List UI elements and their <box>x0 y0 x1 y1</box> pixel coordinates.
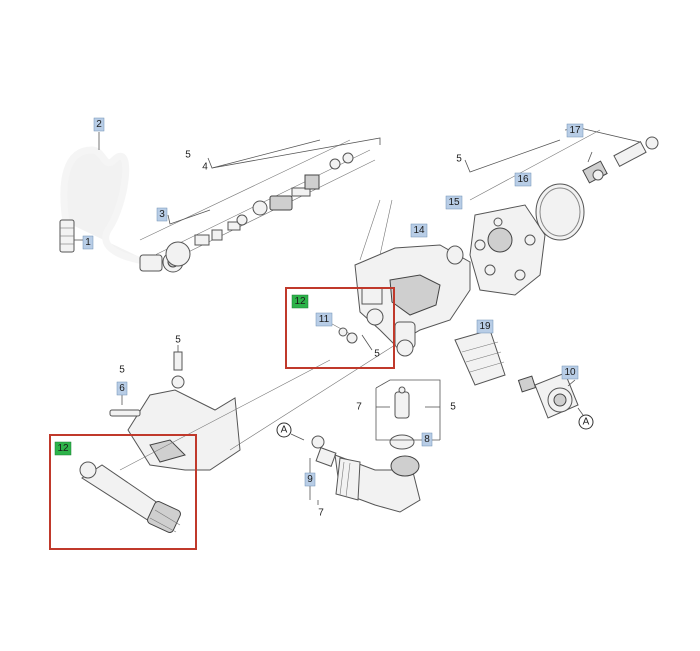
label-5-pump: 5 <box>456 154 462 165</box>
reference-a-left: A <box>276 422 292 438</box>
label-5-bracket-left: 5 <box>119 365 125 376</box>
label-6: 6 <box>116 381 128 396</box>
o-ring-14 <box>446 245 464 265</box>
seal-parts-11 <box>324 319 358 344</box>
label-14: 14 <box>410 223 428 238</box>
outlet-elbow <box>311 435 421 513</box>
label-15: 15 <box>445 195 463 210</box>
motor-flange <box>469 204 546 296</box>
label-16: 16 <box>514 172 532 187</box>
label-12-bottom: 12 <box>54 441 72 456</box>
pump-head <box>354 199 471 357</box>
svg-text:A: A <box>281 425 288 436</box>
label-5-seal: 5 <box>374 349 380 360</box>
label-8: 8 <box>421 432 433 447</box>
label-17: 17 <box>566 123 584 138</box>
svg-text:3: 3 <box>159 209 165 220</box>
label-5-bracket-top: 5 <box>175 335 181 346</box>
label-7-elbow: 7 <box>318 508 324 519</box>
svg-text:12: 12 <box>294 296 306 307</box>
svg-text:6: 6 <box>119 383 125 394</box>
o-ring-16 <box>535 183 585 241</box>
svg-text:12: 12 <box>57 443 69 454</box>
pistons-17 <box>469 129 659 201</box>
svg-text:16: 16 <box>517 174 529 185</box>
svg-text:17: 17 <box>569 125 581 136</box>
svg-text:11: 11 <box>319 314 330 325</box>
label-12-top: 12 <box>291 294 309 309</box>
svg-text:14: 14 <box>413 225 425 236</box>
label-3: 3 <box>156 207 168 222</box>
outlet-parts <box>454 329 579 419</box>
svg-text:10: 10 <box>564 367 576 378</box>
svg-text:9: 9 <box>307 474 313 485</box>
svg-text:19: 19 <box>479 321 491 332</box>
label-5-valve: 5 <box>185 150 191 161</box>
label-2: 2 <box>93 117 105 132</box>
label-5-insert: 5 <box>450 402 456 413</box>
reference-a-right: A <box>578 414 594 430</box>
label-11: 11 <box>315 312 333 327</box>
highlight-box-lance <box>49 434 197 550</box>
label-7-insert: 7 <box>356 402 362 413</box>
svg-text:8: 8 <box>424 434 430 445</box>
label-19: 19 <box>476 319 494 334</box>
label-9: 9 <box>304 472 316 487</box>
bracket-assembly <box>109 351 241 471</box>
valve-small-parts <box>139 139 376 267</box>
label-1: 1 <box>82 235 94 250</box>
label-10: 10 <box>561 365 579 380</box>
valve-insert-7-8 <box>375 379 441 450</box>
svg-text:A: A <box>583 417 590 428</box>
svg-text:2: 2 <box>96 119 102 130</box>
label-4: 4 <box>202 162 208 173</box>
svg-text:1: 1 <box>85 237 91 248</box>
svg-text:15: 15 <box>448 197 460 208</box>
lance-part <box>79 461 181 533</box>
highlight-box-seals <box>285 287 395 369</box>
